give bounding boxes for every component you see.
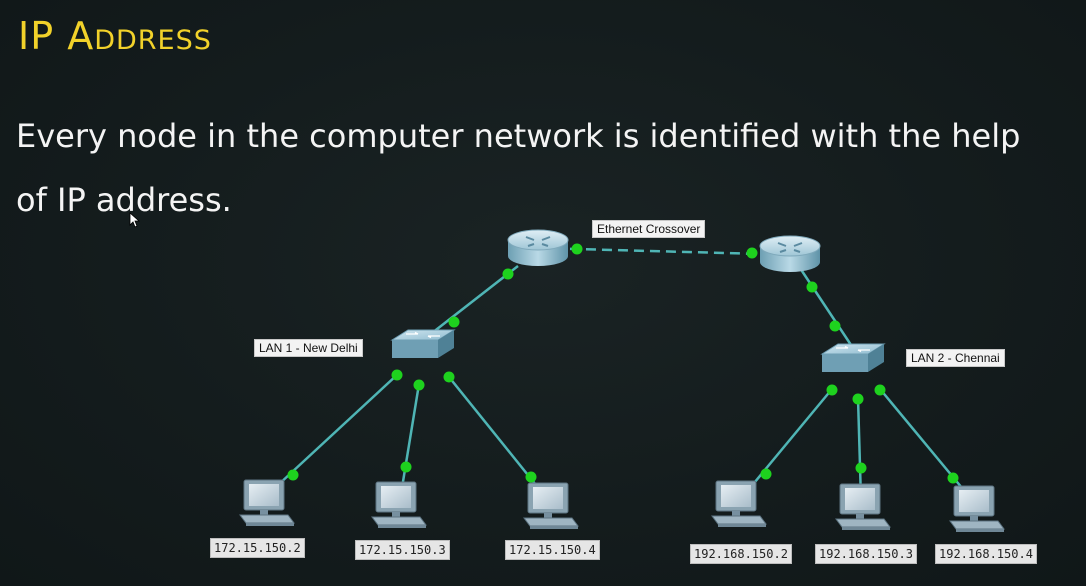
switch1-host1-link <box>263 373 399 499</box>
router-1 <box>507 229 569 267</box>
mouse-cursor-icon <box>129 212 141 228</box>
lan1-label: LAN 1 - New Delhi <box>254 339 363 357</box>
ip-label-lan1-host3: 172.15.150.4 <box>505 540 600 560</box>
switch1-host2-link <box>398 383 421 501</box>
pc-lan1-1 <box>239 479 295 527</box>
lan2-label: LAN 2 - Chennai <box>906 349 1005 367</box>
ip-label-lan1-host1: 172.15.150.2 <box>210 538 305 558</box>
router1-switch1-link <box>422 265 519 341</box>
pc-lan1-3 <box>523 482 579 530</box>
slide-title: IP Address <box>18 14 212 58</box>
crossover-label: Ethernet Crossover <box>592 220 706 238</box>
switch2-host2-link <box>856 397 863 501</box>
router2-switch2-link <box>798 267 855 349</box>
ip-label-lan2-host3: 192.168.150.4 <box>935 544 1037 564</box>
pc-lan2-3 <box>949 485 1005 533</box>
switch-lan1 <box>391 329 455 359</box>
pc-lan1-2 <box>371 481 427 529</box>
switch2-host3-link <box>879 388 973 501</box>
slide-body-text: Every node in the computer network is id… <box>16 117 1021 219</box>
pc-lan2-2 <box>835 483 891 531</box>
pc-lan2-1 <box>711 480 767 528</box>
ip-label-lan1-host2: 172.15.150.3 <box>355 540 450 560</box>
link-status-dots <box>287 243 959 484</box>
switch-lan2 <box>821 343 885 373</box>
ip-label-lan2-host2: 192.168.150.3 <box>815 544 917 564</box>
ip-label-lan2-host1: 192.168.150.2 <box>690 544 792 564</box>
router-2 <box>759 235 821 273</box>
